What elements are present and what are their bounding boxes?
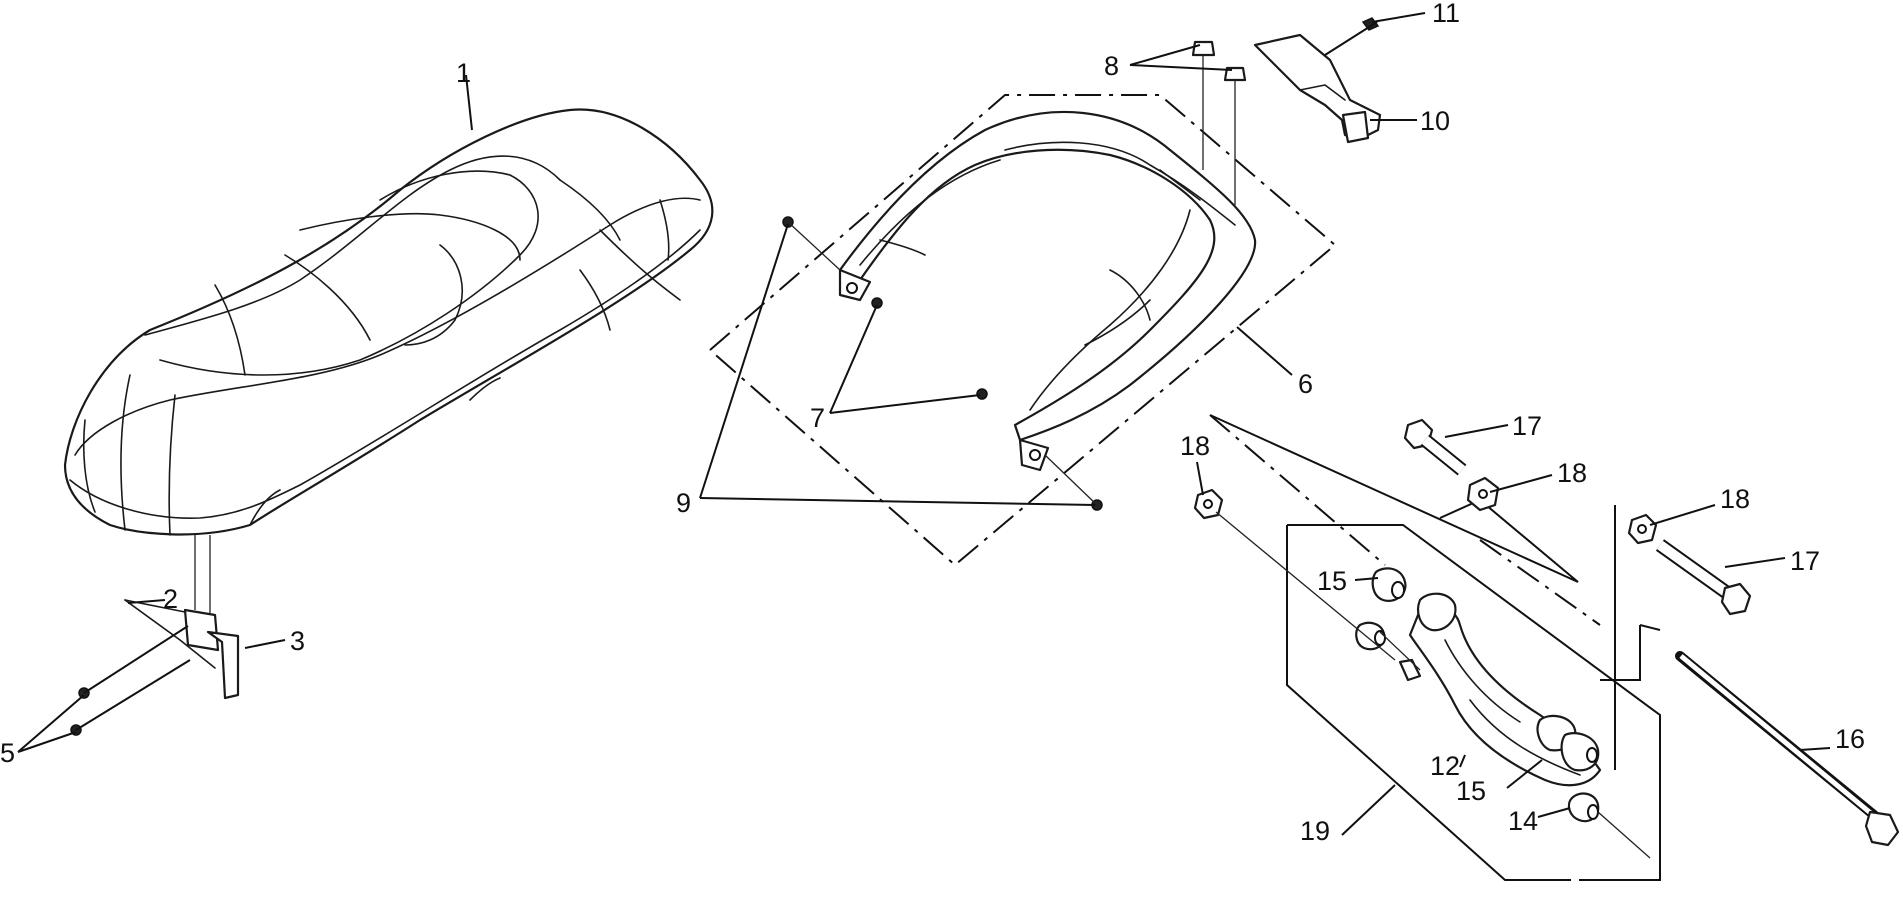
seat-part-1 (63, 108, 714, 536)
long-bolt-part-16 (1675, 651, 1900, 847)
callout-11: 11 (1432, 0, 1460, 28)
nut-part-18a (1193, 488, 1396, 661)
nut-part-18b (1466, 476, 1500, 512)
cover-part-10 (1253, 33, 1382, 144)
callout-9: 9 (676, 488, 691, 518)
callout-2: 2 (163, 584, 178, 614)
callout-18a: 18 (1180, 431, 1210, 461)
nut-part-7b (976, 388, 988, 400)
callout-6: 6 (1298, 369, 1313, 399)
bolt-part-17b (1655, 539, 1752, 616)
latch-part-3 (206, 630, 240, 700)
callout-16: 16 (1835, 724, 1865, 754)
callout-17b: 17 (1790, 546, 1820, 576)
callout-3: 3 (290, 626, 305, 656)
rear-carrier-part-6 (838, 110, 1257, 472)
seat-latch-assembly (70, 535, 240, 736)
assembly-box-19 (1286, 525, 1545, 881)
bolt-part-17a (1403, 418, 1467, 476)
callout-7: 7 (810, 403, 825, 433)
callout-10: 10 (1420, 106, 1450, 136)
callout-17a: 17 (1512, 411, 1542, 441)
callout-5: 5 (0, 738, 15, 768)
callout-8: 8 (1104, 51, 1119, 81)
callout-19: 19 (1300, 816, 1330, 846)
callout-15a: 15 (1317, 566, 1347, 596)
screw-part-11 (1361, 17, 1380, 31)
nut-part-7a (871, 297, 883, 309)
assembly-box-6 (709, 94, 1337, 567)
fasteners-7-9 (782, 216, 1103, 511)
callout-15b: 15 (1456, 776, 1486, 806)
nut-part-18c (1627, 513, 1658, 545)
bolt-part-8 (1191, 40, 1247, 205)
callout-18b: 18 (1557, 458, 1587, 488)
latch-part-2 (183, 608, 220, 652)
callout-14: 14 (1508, 806, 1538, 836)
callout-18c: 18 (1720, 484, 1750, 514)
callout-1: 1 (456, 58, 471, 88)
callout-12: 12 (1430, 751, 1460, 781)
